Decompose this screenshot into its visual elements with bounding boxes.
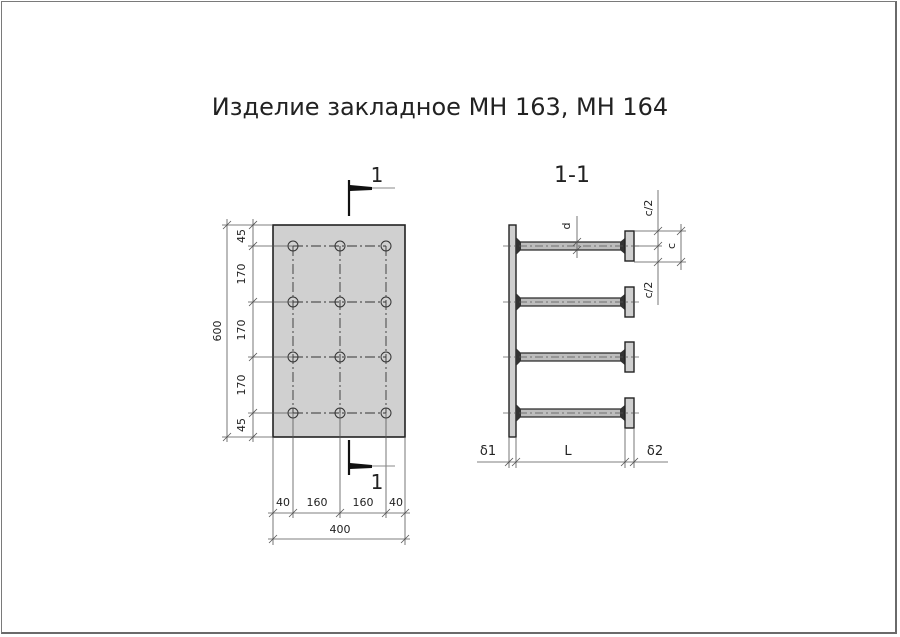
dim-h-2: 160 [307, 496, 328, 509]
label-delta2: δ2 [647, 444, 663, 459]
drawing-title: Изделие закладное МН 163, МН 164 [212, 93, 668, 121]
label-delta1: δ1 [480, 444, 496, 459]
svg-text:1: 1 [371, 470, 384, 494]
stud-holes [287, 240, 392, 419]
dim-v-2: 170 [235, 264, 248, 285]
dim-v-4: 170 [235, 375, 248, 396]
label-c-half-bottom: c/2 [642, 282, 655, 299]
dim-v-1: 45 [235, 229, 248, 243]
dim-h-1: 40 [276, 496, 290, 509]
section-title: 1-1 [554, 163, 590, 188]
label-d: d [560, 223, 573, 230]
anchor-studs [503, 230, 640, 429]
section-mark-top: 1 [347, 163, 395, 216]
label-c: c [665, 243, 678, 249]
section-view: 1-1 [477, 163, 686, 468]
dim-h-3: 160 [353, 496, 374, 509]
dim-overall-height: 600 [211, 321, 224, 342]
dim-v-5: 45 [235, 418, 248, 432]
dim-overall-width: 400 [330, 523, 351, 536]
plan-view: 45 170 170 170 45 600 40 160 [211, 163, 410, 545]
svg-text:1: 1 [371, 163, 384, 187]
label-L: L [564, 444, 572, 459]
section-mark-bottom: 1 [347, 440, 395, 494]
embedded-plate [272, 224, 406, 438]
label-c-half-top: c/2 [642, 200, 655, 217]
dim-h-4: 40 [389, 496, 403, 509]
base-plate [508, 224, 517, 438]
dim-v-3: 170 [235, 320, 248, 341]
